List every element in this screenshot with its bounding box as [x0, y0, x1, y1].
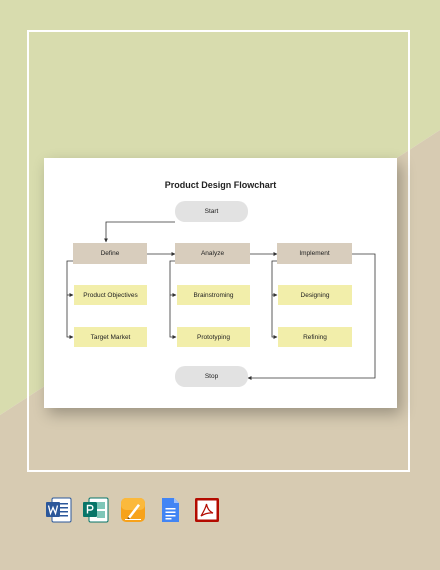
step-designing: Designing: [278, 285, 352, 305]
publisher-icon[interactable]: [83, 497, 109, 523]
pages-icon[interactable]: [120, 497, 146, 523]
start-node: Start: [175, 201, 248, 222]
google-docs-icon[interactable]: [157, 497, 183, 523]
step-product-objectives: Product Objectives: [74, 285, 147, 305]
stop-node: Stop: [175, 366, 248, 387]
step-prototyping: Prototyping: [177, 327, 250, 347]
app-icons-row: [46, 497, 220, 523]
flowchart-card: Product Design Flowchart Sta: [44, 158, 397, 408]
phase-implement: Implement: [277, 243, 352, 264]
connectors: [66, 221, 376, 380]
pdf-icon[interactable]: [194, 497, 220, 523]
phase-define: Define: [73, 243, 147, 264]
word-icon[interactable]: [46, 497, 72, 523]
step-brainstroming: Brainstroming: [177, 285, 250, 305]
step-target-market: Target Market: [74, 327, 147, 347]
step-refining: Refining: [278, 327, 352, 347]
flowchart-title: Product Design Flowchart: [164, 180, 277, 190]
phase-analyze: Analyze: [175, 243, 250, 264]
decorative-frame: [27, 30, 410, 472]
